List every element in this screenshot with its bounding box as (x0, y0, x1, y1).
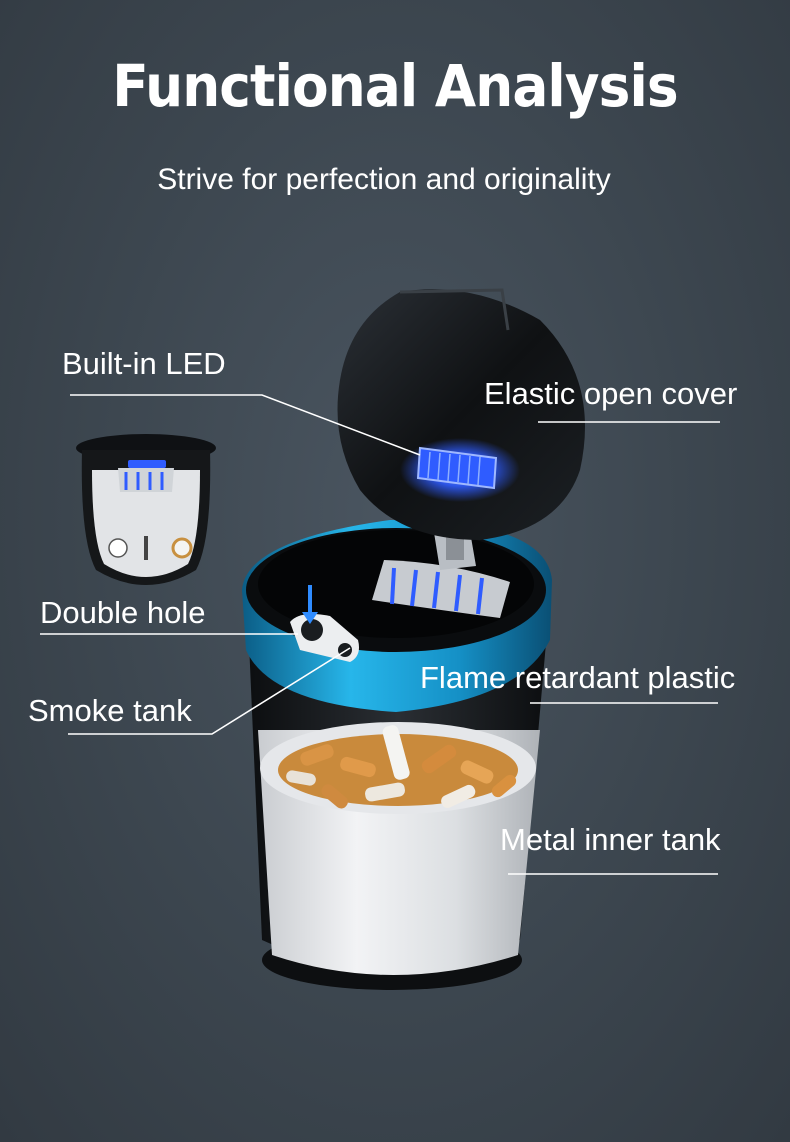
label-smoke-tank: Smoke tank (28, 693, 192, 728)
label-elastic-open-cover: Elastic open cover (484, 376, 738, 411)
leader-lines (40, 394, 720, 875)
elastic-open-cover (337, 288, 585, 540)
metal-inner-tank (258, 722, 540, 975)
leader-line-led (70, 394, 421, 456)
double-hole-plate (290, 585, 359, 662)
cigarette-butts (278, 725, 518, 809)
page-subtitle: Strive for perfection and originality (157, 163, 611, 196)
label-built-in-led: Built-in LED (62, 346, 226, 381)
vent-grid (372, 560, 510, 618)
built-in-led (400, 438, 520, 502)
page-title: Functional Analysis (112, 52, 678, 120)
inset-lid-view (76, 434, 216, 585)
label-metal-inner-tank: Metal inner tank (500, 822, 721, 857)
label-double-hole: Double hole (40, 595, 206, 630)
leader-line-smoke (68, 647, 351, 735)
label-flame-retardant-plastic: Flame retardant plastic (420, 660, 736, 695)
